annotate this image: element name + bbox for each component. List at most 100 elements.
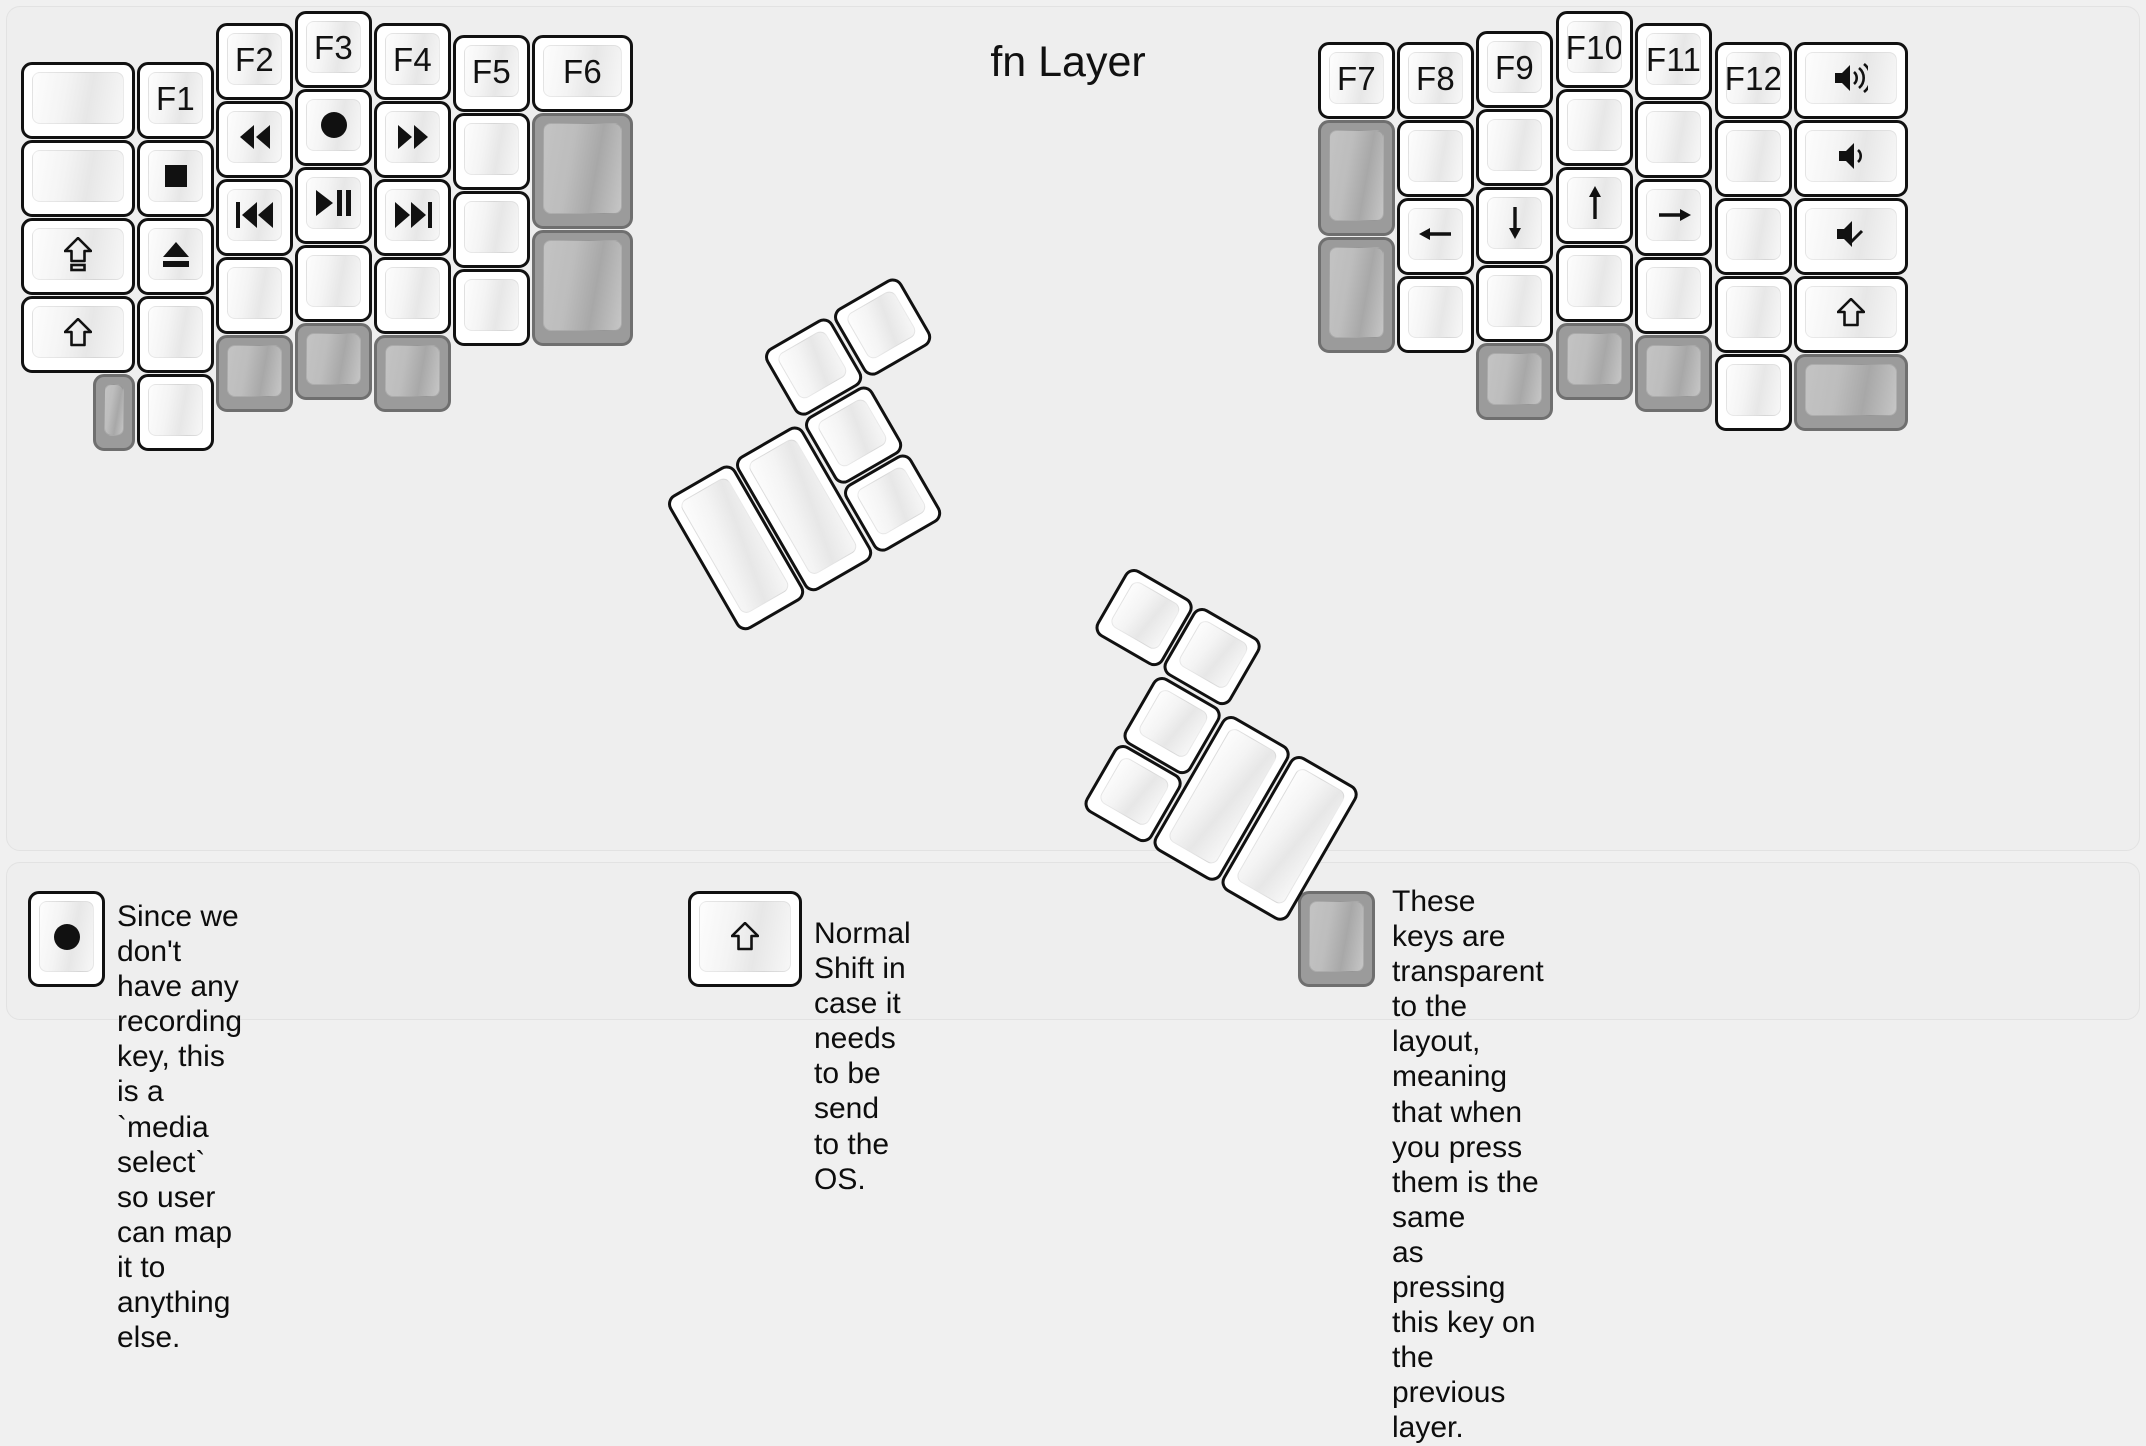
page-title: fn Layer <box>990 38 1146 86</box>
left-key-col-f4-r3[interactable] <box>374 257 451 334</box>
keycap-face <box>1567 333 1622 385</box>
legend-sample-keycap <box>688 891 802 987</box>
keycap-label: F9 <box>1495 48 1534 86</box>
legend-sample-keycap <box>1298 891 1375 987</box>
left-key-col-f3-r2[interactable] <box>295 167 372 244</box>
left-key-col-f4-r4[interactable] <box>374 335 451 412</box>
left-key-col-f1-r3[interactable] <box>137 296 214 373</box>
keycap-face <box>1726 130 1781 182</box>
right-key-col-f9-r1[interactable] <box>1476 109 1553 186</box>
keycap-face <box>1646 189 1701 241</box>
left-key-col-f2-r2[interactable] <box>216 179 293 256</box>
right-key-col-f11-r1[interactable] <box>1635 101 1712 178</box>
keycap-face <box>543 123 622 214</box>
left-key-col-f3-r3[interactable] <box>295 245 372 322</box>
left-key-col-f1-r4[interactable] <box>137 374 214 451</box>
left-key-col-f1-r1[interactable] <box>137 140 214 217</box>
right-key-col-f12-r3[interactable] <box>1715 276 1792 353</box>
left-key-col-f6-r0[interactable]: F6 <box>532 35 633 112</box>
left-key-col-f3-r1[interactable] <box>295 89 372 166</box>
right-key-col-f8-r3[interactable] <box>1397 276 1474 353</box>
keycap-face: F7 <box>1329 52 1384 104</box>
left-key-col-outer-left-r1[interactable] <box>21 140 135 217</box>
right-key-col-f11-r3[interactable] <box>1635 257 1712 334</box>
right-key-col-f7-r2[interactable] <box>1318 237 1395 353</box>
keycap-face: F5 <box>464 45 519 97</box>
left-key-col-f1-r2[interactable] <box>137 218 214 295</box>
shift-icon <box>1837 297 1865 327</box>
left-key-col-f5-r0[interactable]: F5 <box>453 35 530 112</box>
right-key-col-f10-r1[interactable] <box>1556 89 1633 166</box>
keycap-face <box>306 99 361 151</box>
left-key-col-f6-r2[interactable] <box>532 230 633 346</box>
right-key-col-f12-r2[interactable] <box>1715 198 1792 275</box>
right-key-col-f11-r4[interactable] <box>1635 335 1712 412</box>
right-key-col-f8-r0[interactable]: F8 <box>1397 42 1474 119</box>
left-key-col-f4-r0[interactable]: F4 <box>374 23 451 100</box>
left-key-col-f3-r4[interactable] <box>295 323 372 400</box>
right-key-col-f9-r3[interactable] <box>1476 265 1553 342</box>
keycap-face <box>1136 686 1211 760</box>
left-key-col-f6-r1[interactable] <box>532 113 633 229</box>
right-key-col-outer-right-r0[interactable] <box>1794 42 1908 119</box>
right-key-col-f8-r2[interactable] <box>1397 198 1474 275</box>
left-key-col-outer-left-r0[interactable] <box>21 62 135 139</box>
keycap-face <box>854 465 929 538</box>
right-key-col-f10-r0[interactable]: F10 <box>1556 11 1633 88</box>
keycap-face <box>148 384 203 436</box>
volume-down-icon <box>1838 141 1864 171</box>
left-key-col-f2-r3[interactable] <box>216 257 293 334</box>
right-key-col-f8-r1[interactable] <box>1397 120 1474 197</box>
keycap-face <box>464 201 519 253</box>
keycap-face <box>699 901 791 972</box>
keycap-face <box>385 267 440 319</box>
left-key-col-f2-r0[interactable]: F2 <box>216 23 293 100</box>
left-key-col-f3-r0[interactable]: F3 <box>295 11 372 88</box>
caps-lock-icon <box>64 236 92 272</box>
left-key-col-f5-r1[interactable] <box>453 113 530 190</box>
right-key-col-f7-r1[interactable] <box>1318 120 1395 236</box>
left-key-col-f2-r4[interactable] <box>216 335 293 412</box>
arrow-right-icon <box>1656 202 1692 228</box>
right-key-col-f11-r0[interactable]: F11 <box>1635 23 1712 100</box>
right-key-col-f10-r3[interactable] <box>1556 245 1633 322</box>
left-key-col-outer-left-r3[interactable] <box>21 296 135 373</box>
right-key-col-f9-r2[interactable] <box>1476 187 1553 264</box>
keycap-label: F4 <box>393 40 432 78</box>
right-key-col-f12-r0[interactable]: F12 <box>1715 42 1792 119</box>
keycap-face <box>1805 130 1897 182</box>
right-key-col-outer-right-r1[interactable] <box>1794 120 1908 197</box>
keycap-label: F10 <box>1567 28 1622 66</box>
left-key-col-f5-r3[interactable] <box>453 269 530 346</box>
keycap-face: F3 <box>306 21 361 73</box>
left-key-col-outer-left-r4[interactable] <box>93 374 135 451</box>
keycap-label: F3 <box>314 28 353 66</box>
right-key-col-f12-r1[interactable] <box>1715 120 1792 197</box>
right-key-col-f10-r2[interactable] <box>1556 167 1633 244</box>
keycap-face <box>385 111 440 163</box>
keycap-face <box>1309 901 1364 972</box>
left-key-col-f4-r2[interactable] <box>374 179 451 256</box>
media-eject-icon <box>161 240 191 269</box>
left-key-col-f5-r2[interactable] <box>453 191 530 268</box>
left-key-col-f4-r1[interactable] <box>374 101 451 178</box>
right-key-col-f9-r0[interactable]: F9 <box>1476 31 1553 108</box>
right-key-col-f10-r4[interactable] <box>1556 323 1633 400</box>
right-key-col-outer-right-r2[interactable] <box>1794 198 1908 275</box>
keycap-face <box>1726 208 1781 260</box>
left-key-col-f2-r1[interactable] <box>216 101 293 178</box>
keycap-face: F10 <box>1567 21 1622 73</box>
right-key-col-outer-right-r4[interactable] <box>1794 354 1908 431</box>
keycap-face <box>1726 364 1781 416</box>
right-key-col-f12-r4[interactable] <box>1715 354 1792 431</box>
right-key-col-f7-r0[interactable]: F7 <box>1318 42 1395 119</box>
left-key-col-f1-r0[interactable]: F1 <box>137 62 214 139</box>
legend-text-shift: Normal Shift in case it needs to be send… <box>814 917 911 1196</box>
right-key-col-f9-r4[interactable] <box>1476 343 1553 420</box>
right-key-col-outer-right-r3[interactable] <box>1794 276 1908 353</box>
keycap-face: F2 <box>227 33 282 85</box>
left-key-col-outer-left-r2[interactable] <box>21 218 135 295</box>
right-key-col-f11-r2[interactable] <box>1635 179 1712 256</box>
keycap-face <box>148 306 203 358</box>
keycap-face <box>1805 364 1897 416</box>
